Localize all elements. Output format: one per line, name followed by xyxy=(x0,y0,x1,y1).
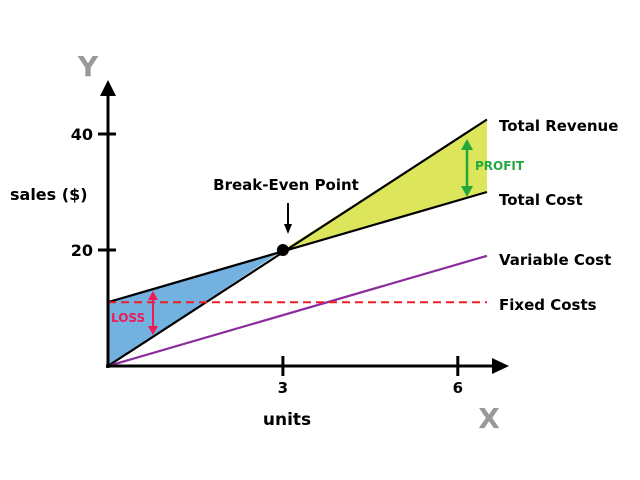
profit-region xyxy=(282,119,487,250)
loss-arrow-icon xyxy=(148,291,158,335)
variable-cost-label: Variable Cost xyxy=(499,251,611,269)
x-tick-label: 3 xyxy=(278,379,288,397)
profit-arrow-icon xyxy=(461,139,473,197)
y-tick-label: 40 xyxy=(71,125,93,144)
break-even-point-marker xyxy=(276,244,289,256)
x-tick-label: 6 xyxy=(453,379,463,397)
break-even-label: Break-Even Point xyxy=(213,176,359,194)
total-cost-label: Total Cost xyxy=(499,191,583,209)
variable-cost-line xyxy=(107,254,488,368)
loss-label: LOSS xyxy=(111,311,145,325)
fixed-costs-label: Fixed Costs xyxy=(499,296,597,314)
x-axis-label: units xyxy=(263,410,311,430)
profit-label: PROFIT xyxy=(475,159,525,173)
x-axis-arrow-icon xyxy=(492,358,509,374)
y-tick-label: 20 xyxy=(71,241,93,260)
break-even-arrow-head-icon xyxy=(284,224,292,234)
y-axis-label: sales ($) xyxy=(10,185,88,204)
total-cost-line xyxy=(107,190,488,304)
total-revenue-line xyxy=(107,118,488,367)
y-axis-arrow-icon xyxy=(100,80,116,96)
x-axis-letter: X xyxy=(478,402,500,435)
total-revenue-label: Total Revenue xyxy=(499,117,618,135)
y-axis-letter: Y xyxy=(77,50,99,83)
